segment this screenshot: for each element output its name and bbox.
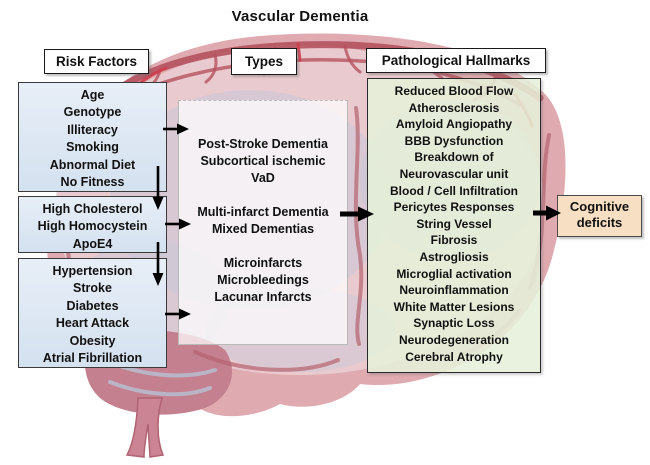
risk-factor-item: ApoE4 [72,236,113,251]
arrow-risk-group1-to-types-icon [163,123,189,135]
risk-factor-item: Age [80,87,105,102]
hallmark-item: Amyloid Angiopathy [395,117,513,132]
hallmark-item: Microglial activation [396,266,512,281]
risk-factor-item: Stroke [73,281,112,295]
hallmark-item: Reduced Blood Flow [394,84,514,98]
arrow-risk-group1-to-group2-icon [152,166,164,210]
hallmark-item: Pericytes Responses [393,200,515,215]
dementia-type-item: Mixed Dementias [211,222,315,236]
dementia-type-item: Microinfarcts [223,256,303,270]
hallmark-item: Neuroinflammation [399,283,509,298]
dementia-type-item [179,238,347,255]
dementia-type-item: Multi-infarct Dementia [197,205,329,219]
dementia-type-item: Subcortical ischemic [200,154,326,168]
dementia-type-item: Post-Stroke Dementia [198,137,328,151]
risk-factor-item: Atrial Fibrillation [42,351,143,365]
arrow-risk-group2-to-types-icon [165,218,191,230]
arrow-risk-group2-to-group3-icon [152,242,164,286]
hallmark-item: String Vessel [416,216,492,231]
arrow-hallmarks-to-cognitive-deficits-icon [533,205,561,221]
risk-factor-item: Smoking [66,140,119,154]
risk-factor-item: Diabetes [66,298,119,313]
risk-factor-item: Obesity [69,333,116,348]
hallmark-item: Blood / Cell Infiltration [390,183,518,198]
risk-factor-item: High Cholesterol [42,201,143,216]
hallmark-item: Neurovascular unit [399,166,509,181]
hallmark-item: BBB Dysfunction [404,133,504,148]
hallmark-item: Synaptic Loss [413,316,495,331]
types-heading: Types [231,48,297,75]
risk-factor-item: No Fitness [60,175,125,189]
dementia-type-item: Lacunar Infarcts [214,290,312,304]
hallmark-item: Breakdown of [414,150,494,165]
dementia-type-item [179,187,347,204]
risk-factor-item: Abnormal Diet [49,157,136,172]
risk-factor-item: Hypertension [52,263,133,278]
pathological-hallmarks-heading: Pathological Hallmarks [366,48,546,73]
dementia-type-item: Microbleedings [217,273,309,287]
diagram-title: Vascular Dementia [231,8,369,25]
risk-factor-item: High Homocystein [37,219,148,233]
cognitive-deficits-box: Cognitive deficits [557,195,642,237]
dementia-type-item: VaD [251,171,275,185]
risk-factor-item: Genotype [63,105,122,119]
hallmark-item: Cerebral Atrophy [405,349,503,364]
hallmark-item: Neurodegeneration [398,332,509,347]
hallmark-item: Fibrosis [430,233,478,248]
risk-factor-item: Illiteracy [67,122,118,137]
hallmark-item: Atherosclerosis [408,100,500,115]
hallmark-item: Astrogliosis [419,249,489,264]
arrow-types-to-hallmarks-icon [340,206,374,222]
risk-factors-heading: Risk Factors [44,49,149,74]
risk-factor-item: Heart Attack [55,316,130,330]
arrow-risk-group3-to-types-icon [165,308,191,320]
hallmark-item: White Matter Lesions [393,299,515,314]
